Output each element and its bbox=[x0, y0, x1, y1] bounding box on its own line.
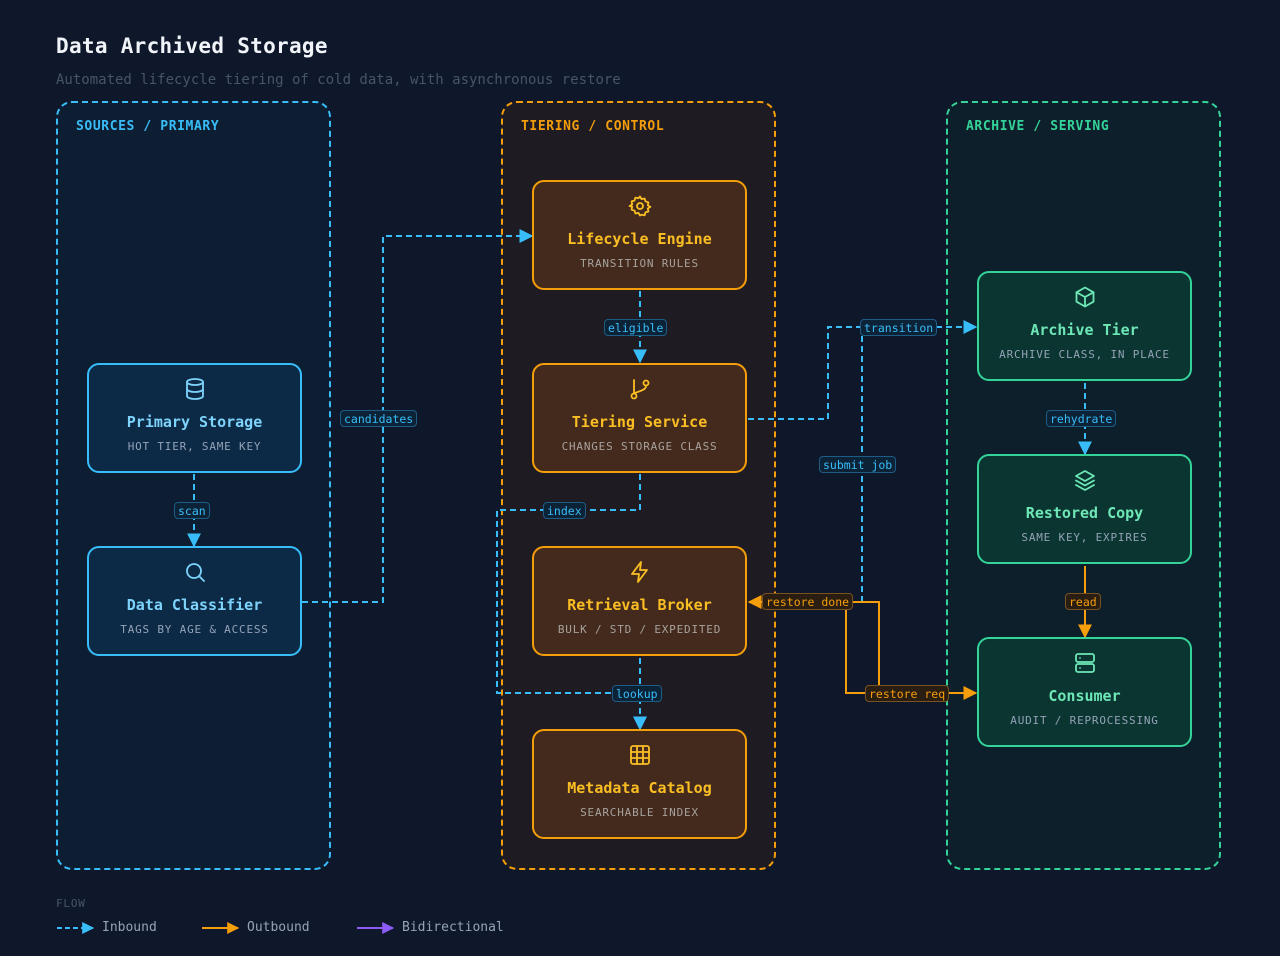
node-retrieval-broker[interactable]: Retrieval Broker BULK / STD / EXPEDITED bbox=[532, 546, 747, 656]
node-subtitle: TAGS BY AGE & ACCESS bbox=[120, 623, 269, 636]
page-subtitle: Automated lifecycle tiering of cold data… bbox=[56, 72, 621, 88]
search-icon bbox=[89, 560, 300, 586]
legend-bidirectional-swatch bbox=[357, 922, 395, 934]
legend-bidirectional-label: Bidirectional bbox=[402, 920, 504, 935]
node-consumer[interactable]: Consumer AUDIT / REPROCESSING bbox=[977, 637, 1192, 747]
edge-restore-req bbox=[845, 602, 978, 700]
node-title: Tiering Service bbox=[571, 413, 708, 431]
edge-label-restore-req: restore req bbox=[865, 685, 950, 702]
node-subtitle: ARCHIVE CLASS, IN PLACE bbox=[999, 348, 1170, 361]
gear-icon bbox=[534, 194, 745, 220]
node-title: Consumer bbox=[1048, 687, 1121, 705]
database-icon bbox=[89, 377, 300, 403]
node-title: Restored Copy bbox=[1025, 504, 1144, 522]
node-title: Primary Storage bbox=[126, 413, 263, 431]
node-title: Lifecycle Engine bbox=[567, 230, 712, 248]
node-title: Archive Tier bbox=[1030, 321, 1139, 339]
edge-label-restore-done: restore done bbox=[762, 593, 854, 610]
group-sources-label: SOURCES / PRIMARY bbox=[76, 119, 220, 134]
edge-restore-done bbox=[747, 595, 880, 693]
page-title: Data Archived Storage bbox=[56, 34, 328, 58]
edge-label-rehydrate: rehydrate bbox=[1046, 410, 1117, 427]
node-subtitle: BULK / STD / EXPEDITED bbox=[557, 623, 722, 636]
edge-label-transition: transition bbox=[860, 319, 938, 336]
edge-label-lookup: lookup bbox=[612, 685, 662, 702]
node-subtitle: HOT TIER, SAME KEY bbox=[127, 440, 262, 453]
edge-label-eligible: eligible bbox=[604, 319, 668, 336]
legend-inbound: Inbound bbox=[56, 920, 176, 936]
node-subtitle: TRANSITION RULES bbox=[580, 257, 699, 270]
legend-title: FLOW bbox=[56, 897, 86, 910]
group-tiering-label: TIERING / CONTROL bbox=[521, 119, 665, 134]
server-icon bbox=[979, 651, 1190, 677]
node-title: Data Classifier bbox=[126, 596, 263, 614]
legend-outbound-label: Outbound bbox=[247, 920, 310, 935]
node-primary-storage[interactable]: Primary Storage HOT TIER, SAME KEY bbox=[87, 363, 302, 473]
node-tiering-service[interactable]: Tiering Service CHANGES STORAGE CLASS bbox=[532, 363, 747, 473]
node-restored-copy[interactable]: Restored Copy SAME KEY, EXPIRES bbox=[977, 454, 1192, 564]
table-icon bbox=[534, 743, 745, 769]
legend-outbound-swatch bbox=[202, 922, 240, 934]
node-title: Retrieval Broker bbox=[567, 596, 712, 614]
node-title: Metadata Catalog bbox=[567, 779, 712, 797]
edge-label-candidates: candidates bbox=[340, 410, 418, 427]
edge-label-submit-job: submit job bbox=[819, 456, 897, 473]
legend-outbound: Outbound bbox=[201, 920, 331, 936]
edge-label-read: read bbox=[1065, 593, 1101, 610]
node-subtitle: CHANGES STORAGE CLASS bbox=[561, 440, 718, 453]
edge-label-scan: scan bbox=[174, 502, 210, 519]
legend-inbound-swatch bbox=[57, 922, 95, 934]
legend-inbound-label: Inbound bbox=[102, 920, 157, 935]
node-subtitle: SAME KEY, EXPIRES bbox=[1021, 531, 1148, 544]
node-archive-tier[interactable]: Archive Tier ARCHIVE CLASS, IN PLACE bbox=[977, 271, 1192, 381]
legend-bidirectional: Bidirectional bbox=[356, 920, 526, 936]
node-metadata-catalog[interactable]: Metadata Catalog SEARCHABLE INDEX bbox=[532, 729, 747, 839]
node-subtitle: SEARCHABLE INDEX bbox=[580, 806, 699, 819]
edge-label-index: index bbox=[543, 502, 586, 519]
lightning-icon bbox=[534, 560, 745, 586]
group-archive-label: ARCHIVE / SERVING bbox=[966, 119, 1110, 134]
node-lifecycle-engine[interactable]: Lifecycle Engine TRANSITION RULES bbox=[532, 180, 747, 290]
node-data-classifier[interactable]: Data Classifier TAGS BY AGE & ACCESS bbox=[87, 546, 302, 656]
git-branch-icon bbox=[534, 377, 745, 403]
layers-icon bbox=[979, 468, 1190, 494]
cube-icon bbox=[979, 285, 1190, 311]
node-subtitle: AUDIT / REPROCESSING bbox=[1010, 714, 1159, 727]
